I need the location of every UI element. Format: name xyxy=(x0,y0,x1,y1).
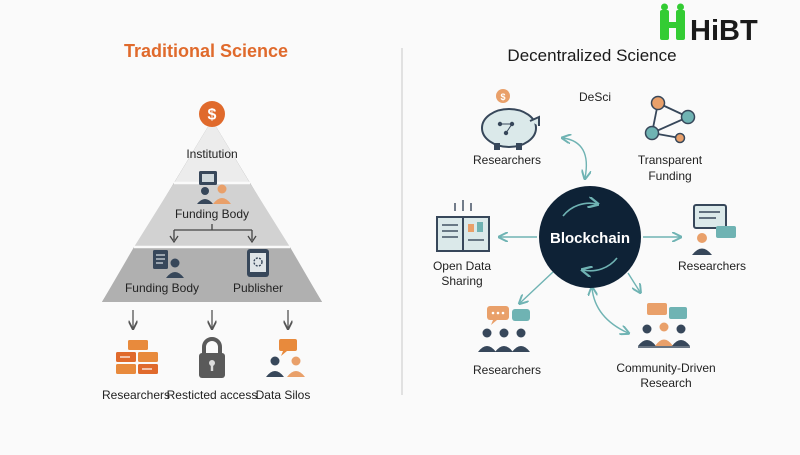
node-label-open-data-line2: Sharing xyxy=(441,274,482,288)
blockchain-hub: Blockchain xyxy=(539,186,641,288)
people-at-desk-icon xyxy=(197,171,231,204)
people-talking-icon xyxy=(266,339,305,377)
node-label-transparent-funding-line1: Transparent xyxy=(638,153,703,167)
svg-text:$: $ xyxy=(208,107,217,124)
svg-text:$: $ xyxy=(500,92,505,102)
output-label-researchers: Researchers xyxy=(102,388,170,402)
pyramid-tier-middle-label: Funding Body xyxy=(175,207,249,221)
logo-text: HiBT xyxy=(690,15,758,47)
person-at-screen-icon xyxy=(692,204,736,255)
pyramid-tier-bottom-right-label: Publisher xyxy=(233,281,283,295)
pyramid-tier-bottom-left-label: Funding Body xyxy=(125,281,199,295)
brand-logo: HiBT xyxy=(660,3,758,47)
node-label-community-line1: Community-Driven xyxy=(616,361,715,375)
tablet-icon xyxy=(247,249,269,277)
left-panel-title: Traditional Science xyxy=(124,41,288,61)
right-panel-title: Decentralized Science xyxy=(507,46,676,65)
desci-subtitle: DeSci xyxy=(579,90,611,104)
community-group-icon xyxy=(638,303,690,348)
node-label-community-line2: Research xyxy=(640,376,691,390)
node-label-transparent-funding-line2: Funding xyxy=(648,169,691,183)
dollar-coin-icon: $ xyxy=(199,101,225,127)
hub-connectors xyxy=(500,138,680,333)
node-label-researchers-bottom: Researchers xyxy=(473,363,541,377)
node-label-researchers-right: Researchers xyxy=(678,259,746,273)
hub-label: Blockchain xyxy=(550,230,630,247)
output-label-data-silos: Data Silos xyxy=(256,388,311,402)
people-chat-icon xyxy=(478,306,530,352)
pyramid-tier-top xyxy=(174,120,250,183)
network-nodes-icon xyxy=(644,95,696,144)
stacked-boxes-icon xyxy=(116,340,158,374)
pyramid-tier-middle xyxy=(134,183,290,247)
logo-mark-icon xyxy=(660,3,685,40)
node-label-researchers-top: Researchers xyxy=(473,153,541,167)
output-label-restricted-access: Resticted access xyxy=(167,388,258,402)
open-book-icon xyxy=(436,200,490,252)
node-label-open-data-line1: Open Data xyxy=(433,259,491,273)
pyramid-tier-top-label: Institution xyxy=(186,147,237,161)
pyramid-branch-connector xyxy=(173,224,253,240)
padlock-icon xyxy=(199,337,225,378)
pyramid-output-arrows xyxy=(133,310,288,328)
person-with-document-icon xyxy=(153,250,184,278)
piggy-bank-icon: $ xyxy=(481,89,540,150)
